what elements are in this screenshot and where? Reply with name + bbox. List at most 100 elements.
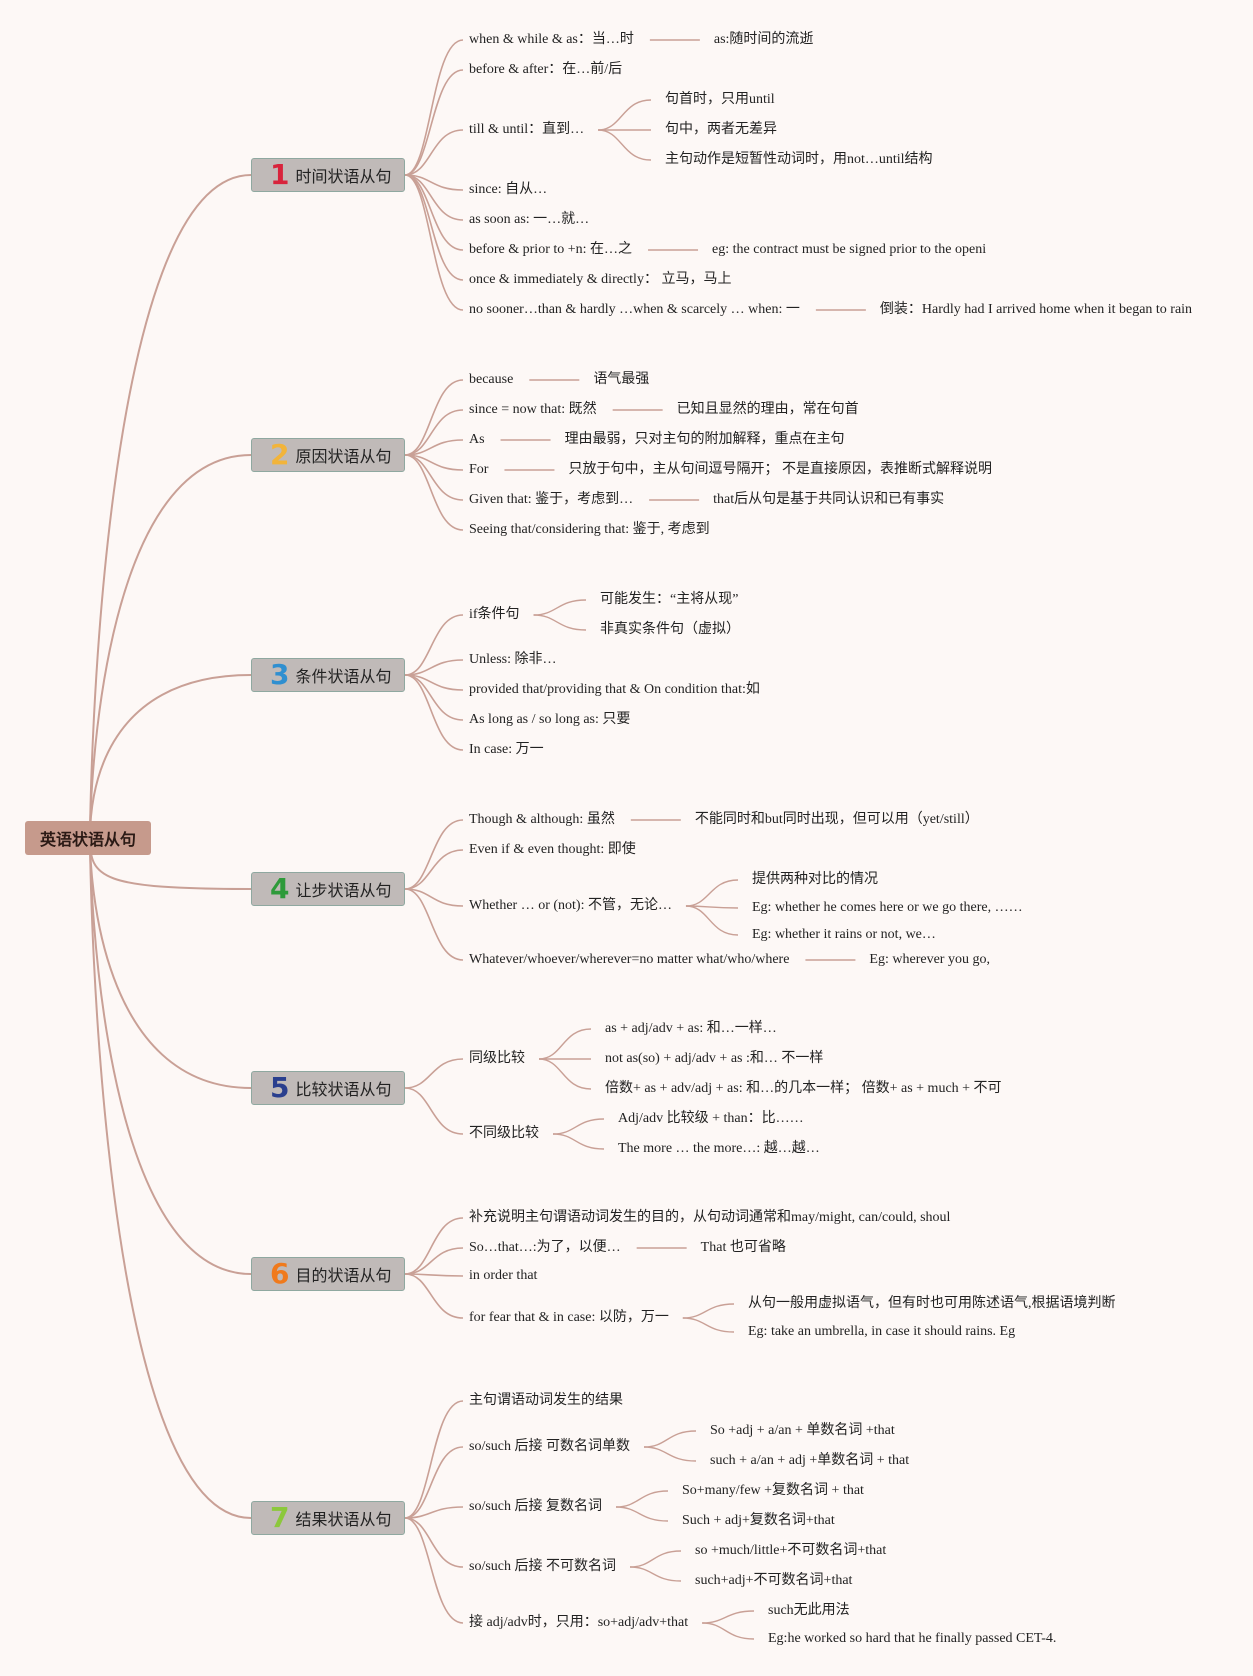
topic-note[interactable]: Eg: wherever you go, <box>869 952 990 967</box>
child-connector <box>533 614 587 631</box>
topic-item[interactable]: Whatever/whoever/wherever=no matter what… <box>469 952 790 967</box>
subtopic-item[interactable]: 可能发生：“主将从现” <box>600 592 739 607</box>
link-branch-3-item-1 <box>404 614 464 676</box>
subtopic-item[interactable]: such+adj+不可数名词+that <box>695 1573 853 1588</box>
topic-item[interactable]: since = now that: 既然 <box>469 402 597 417</box>
topic-item[interactable]: no sooner…than & hardly …when & scarcely… <box>469 302 800 317</box>
topic-item[interactable]: Though & although: 虽然 <box>469 812 615 827</box>
subtopic-item[interactable]: Eg: whether he comes here or we go there… <box>752 900 1023 915</box>
child-connector <box>643 1446 697 1462</box>
topic-note[interactable]: 不能同时和but同时出现，但可以用（yet/still） <box>694 812 979 827</box>
topic-item[interactable]: For <box>469 462 489 477</box>
topic-item[interactable]: before & after：在…前/后 <box>469 62 623 77</box>
subtopic-item[interactable]: as + adj/adv + as: 和…一样… <box>605 1021 777 1036</box>
topic-item[interactable]: since: 自从… <box>469 182 548 197</box>
subtopic-item[interactable]: not as(so) + adj/adv + as :和… 不一样 <box>605 1051 824 1066</box>
subtopic-item[interactable]: so +much/little+不可数名词+that <box>695 1543 887 1558</box>
child-connector <box>629 1566 682 1582</box>
topic-item[interactable]: 同级比较 <box>469 1051 525 1066</box>
topic-item[interactable]: if条件句 <box>469 607 520 622</box>
topic-item[interactable]: 主句谓语动词发生的结果 <box>469 1393 623 1408</box>
topic-note[interactable]: eg: the contract must be signed prior to… <box>712 242 987 257</box>
subtopic-item[interactable]: 句中，两者无差异 <box>665 122 777 137</box>
topic-item[interactable]: Unless: 除非… <box>469 652 557 667</box>
topic-item[interactable]: As <box>469 432 485 447</box>
subtopic-item[interactable]: Eg:he worked so hard that he finally pas… <box>768 1631 1057 1646</box>
topic-item[interactable]: as soon as: 一…就… <box>469 212 590 227</box>
topic-item[interactable]: till & until：直到… <box>469 122 585 137</box>
topic-item[interactable]: Seeing that/considering that: 鉴于, 考虑到 <box>469 522 710 537</box>
topic-item[interactable]: 补充说明主句谓语动词发生的目的，从句动词通常和may/might, can/co… <box>469 1210 951 1225</box>
topic-item[interactable]: provided that/providing that & On condit… <box>469 682 760 697</box>
link-branch-1-item-7 <box>404 174 464 281</box>
topic-item[interactable]: 不同级比较 <box>469 1126 539 1141</box>
link-branch-1-item-6 <box>404 174 464 251</box>
topic-item[interactable]: 接 adj/adv时，只用：so+adj/adv+that <box>469 1615 689 1630</box>
subtopic-item[interactable]: 主句动作是短暂性动词时，用not…until结构 <box>665 152 933 167</box>
topic-item[interactable]: before & prior to +n: 在…之 <box>469 242 633 257</box>
link-branch-1-item-1 <box>404 39 464 176</box>
subtopic-item[interactable]: 提供两种对比的情况 <box>752 872 878 887</box>
subtopic-item[interactable]: 倍数+ as + adv/adj + as: 和…的几本一样； 倍数+ as +… <box>605 1081 1002 1096</box>
subtopic-item[interactable]: such无此用法 <box>768 1603 850 1618</box>
root-link-2 <box>89 454 252 839</box>
child-connector <box>702 1622 755 1640</box>
subtopic-item[interactable]: So +adj + a/an + 单数名词 +that <box>710 1423 895 1438</box>
topic-item[interactable]: because <box>469 372 514 387</box>
topic-item[interactable]: so/such 后接 复数名词 <box>469 1499 602 1514</box>
subtopic-item[interactable]: 从句一般用虚拟语气，但有时也可用陈述语气,根据语境判断 <box>748 1296 1116 1311</box>
subtopic-item[interactable]: such + a/an + adj +单数名词 + that <box>710 1453 910 1468</box>
link-branch-7-item-1 <box>404 1400 464 1519</box>
root-link-6 <box>89 837 252 1275</box>
topic-item[interactable]: Even if & even thought: 即使 <box>469 842 636 857</box>
child-connector <box>538 1028 592 1060</box>
subtopic-item[interactable]: Adj/adv 比较级 + than：比…… <box>618 1111 804 1126</box>
topic-note[interactable]: 倒装：Hardly had I arrived home when it beg… <box>879 302 1193 317</box>
subtopic-item[interactable]: Such + adj+复数名词+that <box>682 1513 835 1528</box>
topic-item[interactable]: when & while & as：当…时 <box>469 32 634 47</box>
root-node[interactable]: 英语状语从句 <box>25 821 151 855</box>
topic-item[interactable]: Given that: 鉴于，考虑到… <box>469 492 634 507</box>
link-branch-4-item-4 <box>404 888 464 961</box>
topic-note[interactable]: 已知且显然的理由，常在句首 <box>676 402 859 417</box>
link-branch-6-item-4 <box>404 1273 464 1319</box>
topic-item[interactable]: for fear that & in case: 以防，万一 <box>469 1310 669 1325</box>
topic-item[interactable]: in order that <box>469 1268 538 1283</box>
topic-note[interactable]: 理由最弱，只对主句的附加解释，重点在主句 <box>564 432 845 447</box>
topic-note[interactable]: that后从句是基于共同认识和已有事实 <box>713 492 945 507</box>
subtopic-item[interactable]: Eg: take an umbrella, in case it should … <box>748 1324 1016 1339</box>
root-link-1 <box>89 174 252 839</box>
topic-item[interactable]: so/such 后接 可数名词单数 <box>469 1439 630 1454</box>
topic-item[interactable]: so/such 后接 不可数名词 <box>469 1559 616 1574</box>
link-branch-5-item-2 <box>404 1087 464 1135</box>
topic-note[interactable]: That 也可省略 <box>700 1240 786 1255</box>
link-branch-1-item-2 <box>404 69 464 176</box>
branch-label: 时间状语从句 <box>295 167 392 186</box>
topic-item[interactable]: As long as / so long as: 只要 <box>469 712 631 727</box>
topic-item[interactable]: once & immediately & directly： 立马，马上 <box>469 272 732 287</box>
topic-item[interactable]: Whether … or (not): 不管，无论… <box>469 898 672 913</box>
topic-item[interactable]: So…that…:为了，以便… <box>469 1240 621 1255</box>
topic-note[interactable]: 语气最强 <box>593 372 650 387</box>
branch-number: 2 <box>270 438 290 471</box>
link-branch-2-item-2 <box>404 409 464 456</box>
topic-note[interactable]: 只放于句中，主从句间逗号隔开； 不是直接原因，表推断式解释说明 <box>568 462 992 477</box>
link-branch-7-item-5 <box>404 1517 464 1624</box>
subtopic-item[interactable]: 句首时，只用until <box>665 92 775 107</box>
branch-number: 5 <box>270 1071 290 1104</box>
subtopic-item[interactable]: 非真实条件句（虚拟） <box>600 622 740 637</box>
child-connector <box>598 99 652 131</box>
subtopic-item[interactable]: Eg: whether it rains or not, we… <box>752 927 936 942</box>
subtopic-item[interactable]: So+many/few +复数名词 + that <box>682 1483 864 1498</box>
topic-note[interactable]: as:随时间的流逝 <box>713 32 814 47</box>
subtopic-item[interactable]: The more … the more…: 越…越… <box>618 1141 820 1156</box>
link-branch-4-item-2 <box>404 849 464 890</box>
topic-item[interactable]: In case: 万一 <box>469 742 544 757</box>
